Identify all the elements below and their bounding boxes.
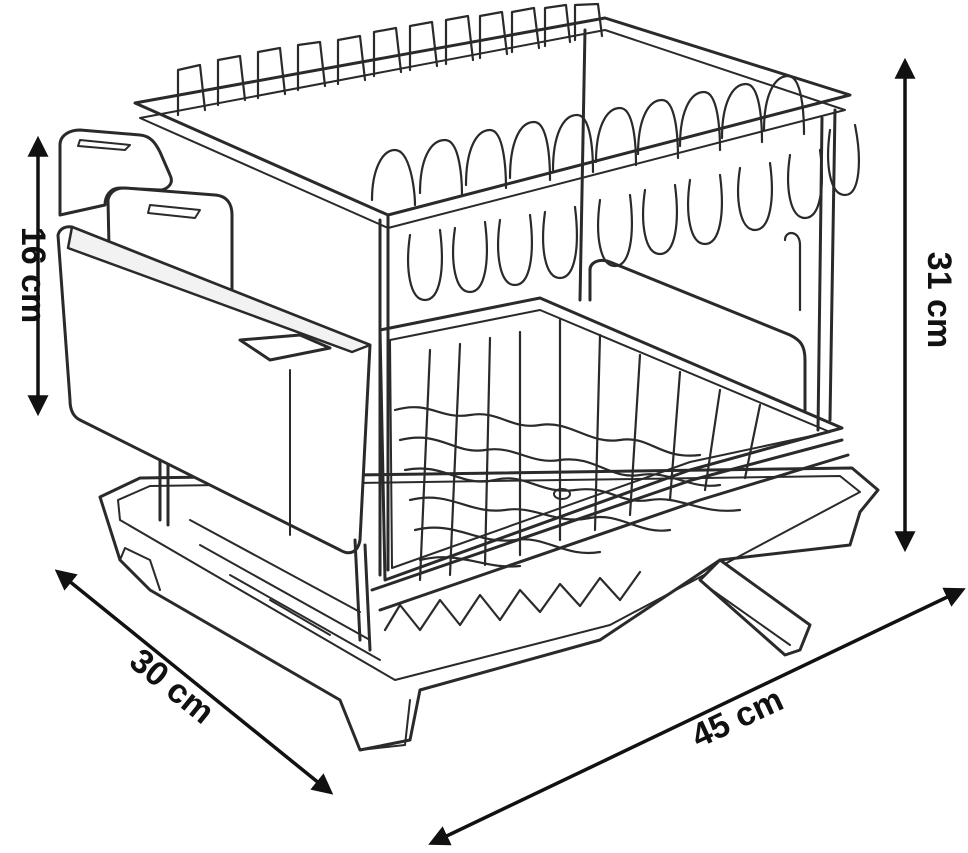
upper-rack xyxy=(133,2,860,577)
arrow-depth xyxy=(54,569,334,795)
label-height-holder: 16 cm xyxy=(14,227,52,323)
label-height-total: 31 cm xyxy=(920,252,958,348)
dimension-arrows xyxy=(27,57,966,846)
label-width: 45 cm xyxy=(686,680,789,755)
arrow-width xyxy=(428,587,966,846)
label-depth: 30 cm xyxy=(123,641,222,731)
utensil-holder xyxy=(56,128,372,652)
lower-basket xyxy=(370,296,850,632)
